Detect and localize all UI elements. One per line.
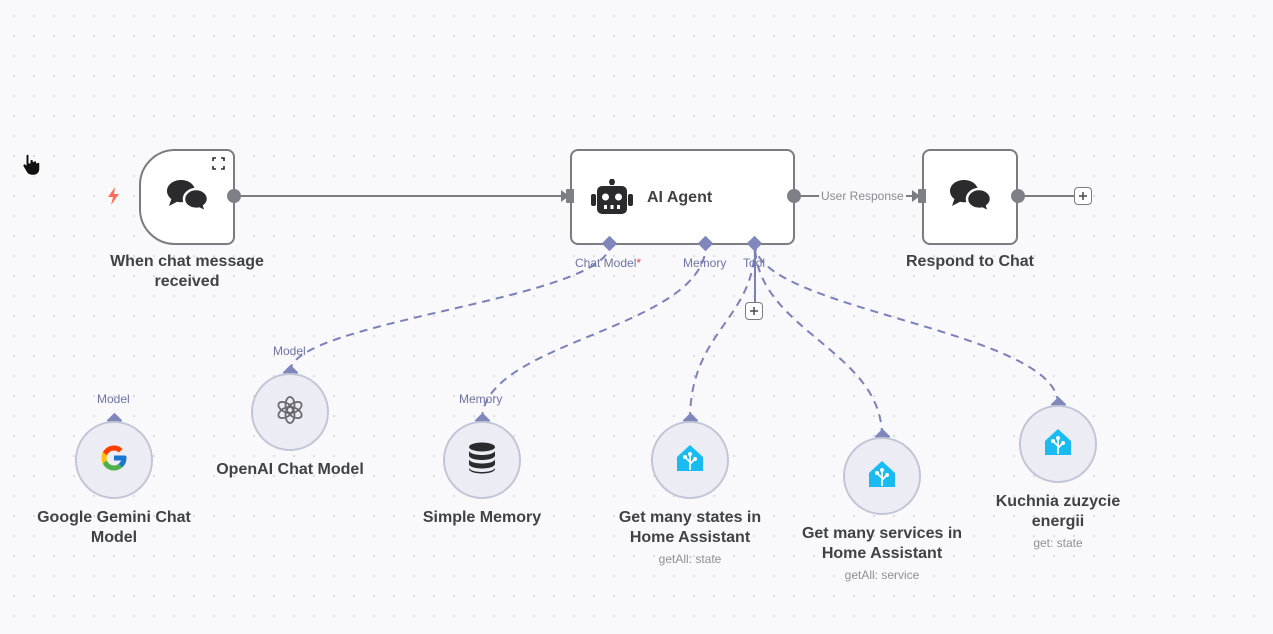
kuchnia-subtitle: get: state — [1033, 536, 1083, 550]
kuchnia-label: Kuchnia zuzycie energii — [995, 493, 1121, 530]
ha-states-node[interactable] — [651, 421, 729, 499]
memory-port-label: Memory — [683, 256, 727, 270]
gemini-model-port-label: Model — [97, 392, 130, 406]
respond-input-handle[interactable] — [918, 189, 926, 203]
user-response-edge-label: User Response — [819, 189, 906, 203]
add-tool-button[interactable] — [745, 302, 763, 320]
arrowhead — [561, 190, 569, 202]
edge-memory-to-agent — [481, 243, 707, 421]
google-gemini-label: Google Gemini Chat Model — [37, 509, 191, 546]
agent-input-handle[interactable] — [566, 189, 574, 203]
openai-model-port-label: Model — [273, 344, 306, 358]
ha-services-label: Get many services in Home Assistant — [801, 525, 963, 562]
edge-tool-to-kuchnia — [754, 243, 1059, 405]
ha-services-node[interactable] — [843, 437, 921, 515]
ha-services-subtitle: getAll: service — [844, 568, 920, 582]
kuchnia-node[interactable] — [1019, 405, 1097, 483]
lightning-icon — [106, 186, 122, 211]
robot-icon — [590, 179, 634, 222]
openai-chat-model-node[interactable] — [251, 373, 329, 451]
plus-icon — [1079, 192, 1087, 200]
respond-to-chat-label: Respond to Chat — [906, 253, 1034, 270]
simple-memory-label: Simple Memory — [422, 509, 542, 526]
google-gemini-node[interactable] — [75, 421, 153, 499]
trigger-output-handle[interactable] — [227, 189, 241, 203]
google-g-icon — [99, 443, 129, 478]
respond-output-handle[interactable] — [1011, 189, 1025, 203]
plus-icon — [750, 307, 758, 315]
chat-bubbles-icon — [948, 178, 994, 221]
ha-states-label: Get many states in Home Assistant — [618, 509, 762, 546]
ai-agent-node[interactable]: AI Agent — [570, 149, 795, 245]
openai-chat-model-label: OpenAI Chat Model — [216, 461, 364, 478]
open-node-icon[interactable] — [212, 157, 225, 175]
edge-tool-to-ha-states — [689, 243, 756, 421]
add-node-button[interactable] — [1074, 187, 1092, 205]
memory-node-port-label: Memory — [459, 392, 503, 406]
chat-trigger-label: When chat message received — [110, 253, 264, 290]
simple-memory-node[interactable] — [443, 421, 521, 499]
home-assistant-icon — [867, 459, 897, 494]
openai-icon — [275, 395, 305, 430]
ha-states-subtitle: getAll: state — [658, 552, 722, 566]
home-assistant-icon — [1043, 427, 1073, 462]
hand-pointer-icon — [22, 152, 42, 181]
agent-output-handle[interactable] — [787, 189, 801, 203]
edge-openai-to-chat-model — [289, 243, 611, 373]
ai-agent-title: AI Agent — [647, 189, 713, 206]
chat-trigger-node[interactable] — [139, 149, 235, 245]
database-icon — [468, 442, 496, 479]
edge-tool-to-ha-services — [754, 243, 883, 437]
chat-bubbles-icon — [165, 178, 211, 221]
tool-port-label: Tool — [743, 256, 766, 270]
home-assistant-icon — [675, 443, 705, 478]
chat-model-port-label: Chat Model* — [575, 256, 642, 270]
respond-to-chat-node[interactable] — [922, 149, 1018, 245]
arrowhead — [912, 190, 920, 202]
